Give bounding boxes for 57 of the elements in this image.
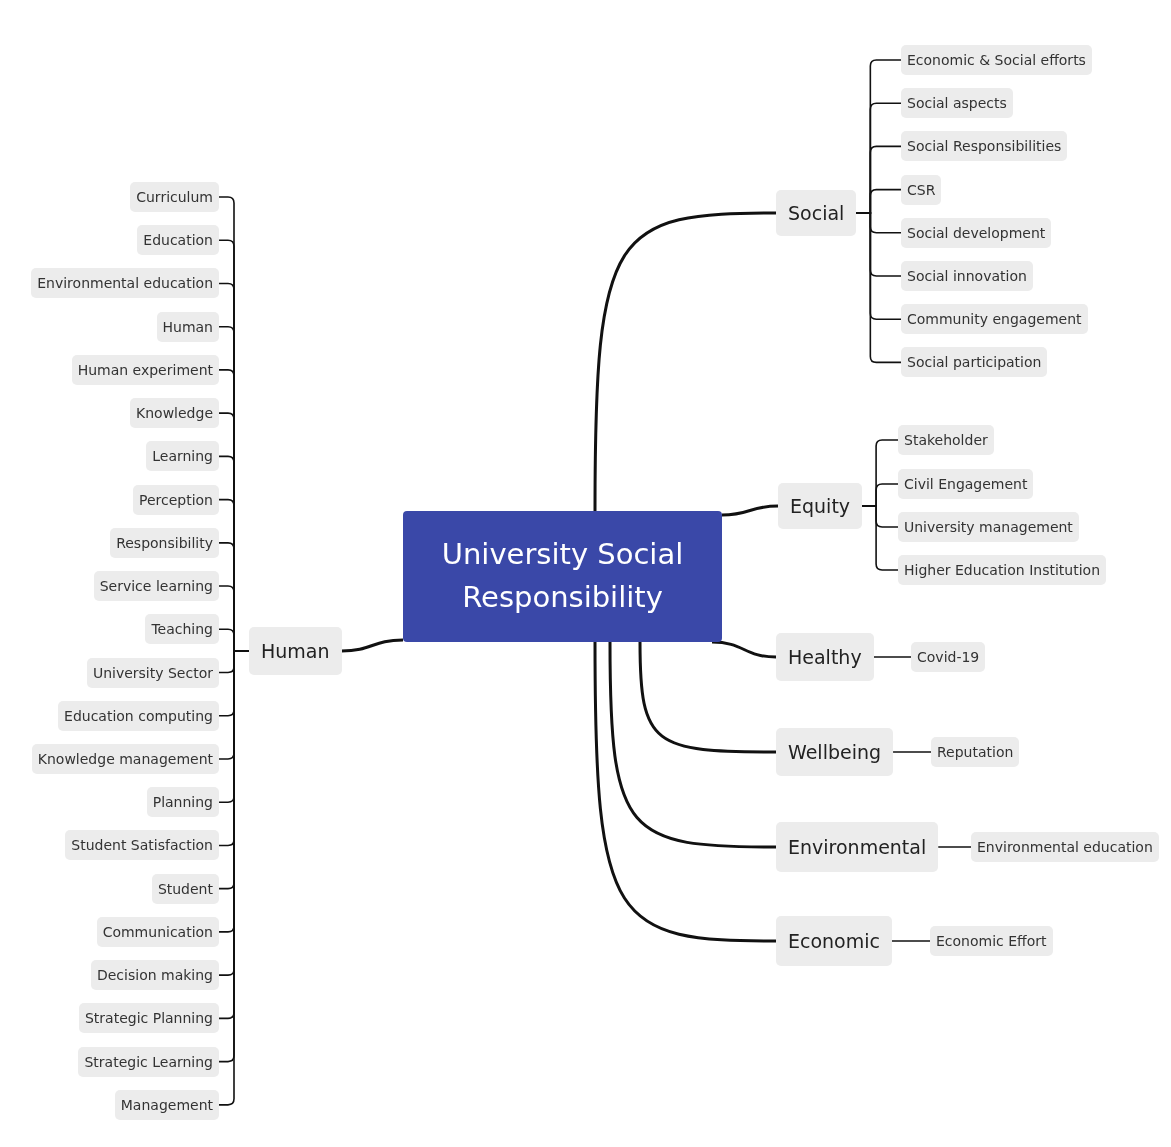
subtopic-box: Education computing [58, 700, 219, 731]
branch-curve [721, 504, 779, 517]
connector-line [891, 940, 931, 942]
branch-curve [711, 640, 777, 659]
subtopic-box: Strategic Learning [78, 1046, 219, 1077]
subtopic-box: Community engagement [901, 304, 1088, 335]
subtopic-box: Economic Effort [930, 926, 1053, 956]
subtopic-box: Planning [146, 787, 219, 818]
main-topic-box: Healthy [776, 633, 874, 681]
subtopic-box: Education [137, 225, 219, 256]
subtopic-box: Knowledge [130, 398, 219, 429]
subtopic-box: Reputation [931, 737, 1020, 767]
main-topic-box: Social [776, 190, 857, 236]
subtopic-box: Student Satisfaction [65, 830, 219, 861]
subtopic-box: Teaching [145, 614, 219, 645]
subtopic-box: Human [156, 311, 219, 342]
main-topic-box: Economic [776, 916, 892, 966]
branch-curve [593, 211, 776, 511]
subtopic-box: CSR [901, 174, 942, 205]
subtopic-box: Service learning [93, 571, 219, 602]
subtopic-box: Economic & Social efforts [901, 45, 1092, 75]
subtopic-box: Learning [146, 441, 219, 472]
central-topic-box: University Social Responsibility [403, 510, 722, 642]
subtopic-box: Curriculum [130, 182, 219, 212]
subtopic-box: Decision making [90, 960, 219, 991]
subtopic-box: Social innovation [901, 261, 1033, 291]
subtopic-box: Stakeholder [898, 425, 994, 455]
subtopic-box: Social development [901, 217, 1052, 248]
subtopic-box: Higher Education Institution [898, 555, 1106, 585]
subtopic-box: Management [114, 1089, 219, 1120]
subtopic-box: Communication [96, 916, 219, 947]
main-topic-box: Environmental [776, 822, 939, 872]
subtopic-box: Human experiment [71, 354, 219, 385]
subtopic-box: University management [898, 512, 1079, 542]
main-topic-box: Equity [778, 483, 863, 529]
main-topic-box: Wellbeing [776, 728, 894, 776]
subtopic-box: Responsibility [110, 527, 219, 558]
branch-curve [593, 642, 776, 943]
subtopic-box: Social aspects [901, 88, 1013, 119]
subtopic-box: Covid-19 [911, 642, 986, 672]
branch-curve [638, 641, 776, 754]
subtopic-box: Student [151, 873, 219, 904]
subtopic-box: Social Responsibilities [901, 131, 1068, 162]
branch-curve [341, 638, 404, 653]
branch-curve [608, 642, 776, 849]
connector-line [892, 751, 932, 753]
subtopic-box: Civil Engagement [898, 469, 1034, 499]
main-topic-box: Human [249, 627, 342, 675]
subtopic-box: Environmental education [31, 268, 219, 299]
subtopic-box: Knowledge management [31, 744, 219, 774]
subtopic-box: University Sector [86, 657, 219, 688]
connector-line [937, 846, 972, 848]
connector-line [872, 656, 912, 658]
subtopic-box: Social participation [901, 347, 1048, 378]
subtopic-box: Strategic Planning [78, 1003, 219, 1034]
subtopic-box: Perception [132, 484, 219, 515]
subtopic-box: Environmental education [971, 832, 1159, 862]
